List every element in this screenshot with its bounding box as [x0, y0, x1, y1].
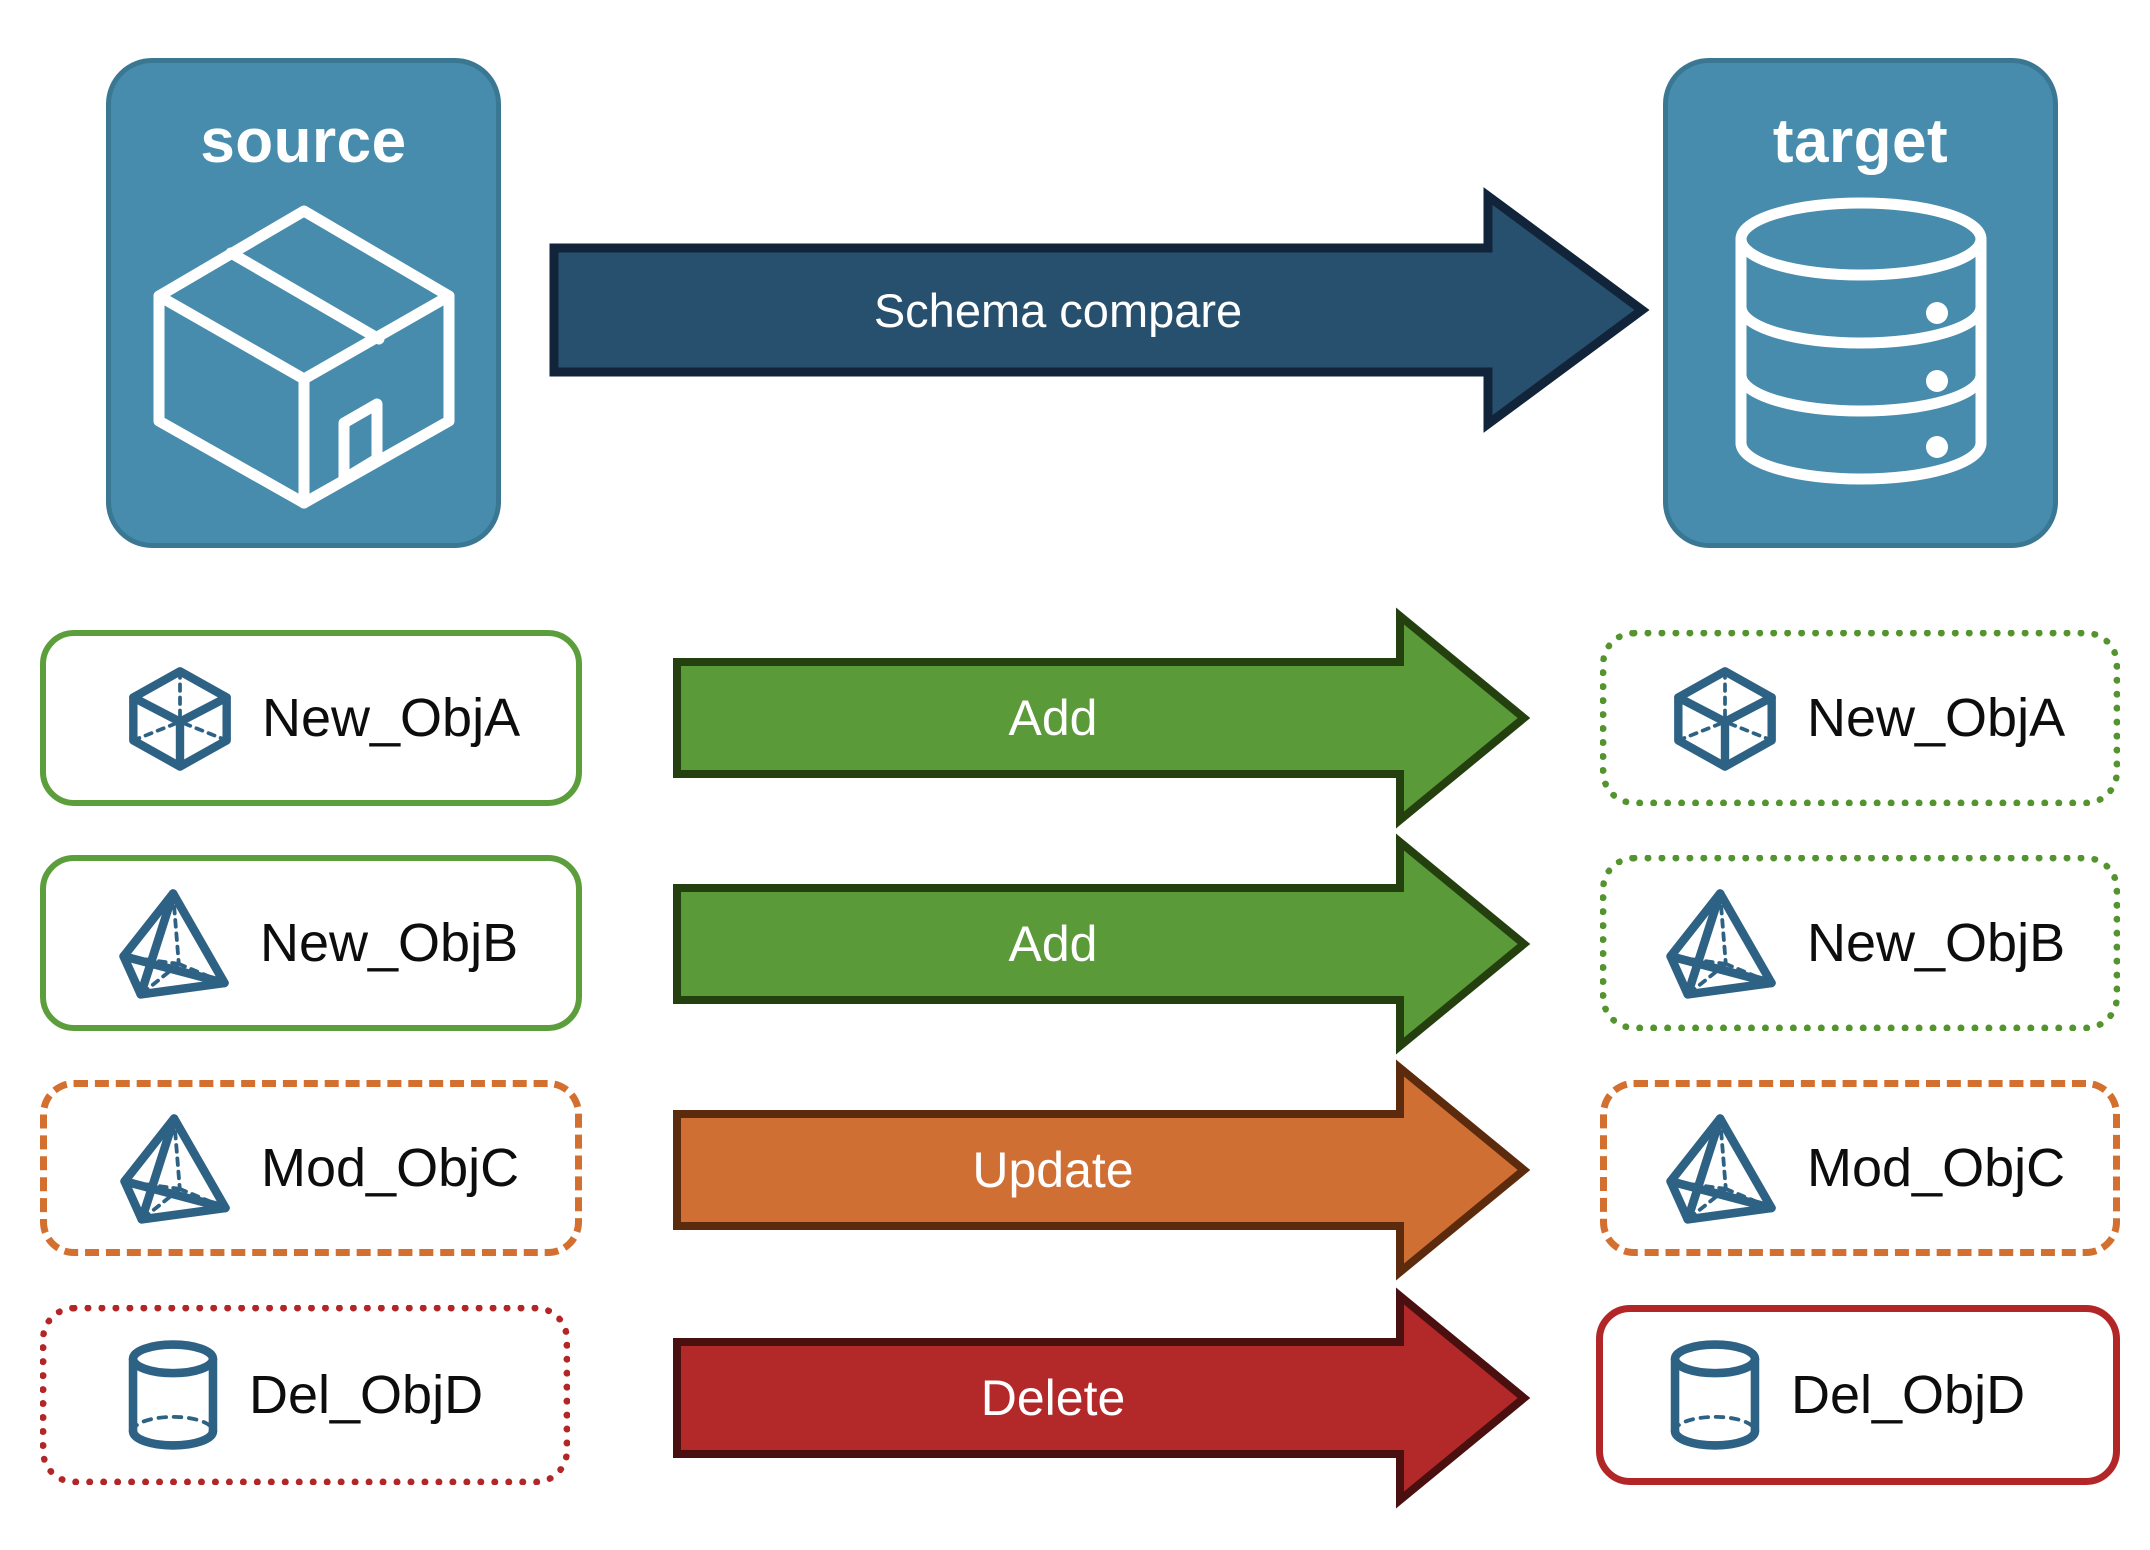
wireframe-cylinder-icon	[1665, 1336, 1765, 1454]
action-arrow-1[interactable]: Add	[672, 607, 1531, 829]
right-arrow-icon	[673, 1059, 1531, 1281]
target-object-label-3: Mod_ObjC	[1807, 1138, 2066, 1198]
source-object-label-4: Del_ObjD	[249, 1365, 484, 1425]
source-object-label-2: New_ObjB	[260, 913, 519, 973]
wireframe-pyramid-icon	[117, 1109, 235, 1227]
source-object-card-2[interactable]: New_ObjB	[40, 855, 582, 1031]
wireframe-pyramid-icon	[1663, 884, 1781, 1002]
wireframe-pyramid-icon	[1663, 1109, 1781, 1227]
right-arrow-icon	[673, 1287, 1531, 1509]
target-endpoint-card: target	[1663, 58, 2058, 548]
source-object-card-4[interactable]: Del_ObjD	[40, 1305, 570, 1485]
target-object-label-1: New_ObjA	[1807, 688, 2066, 748]
wireframe-cylinder-icon	[123, 1336, 223, 1454]
source-label: source	[200, 107, 407, 176]
target-object-label-2: New_ObjB	[1807, 913, 2066, 973]
action-arrow-4[interactable]: Delete	[672, 1287, 1531, 1509]
target-object-card-1[interactable]: New_ObjA	[1600, 630, 2120, 806]
action-arrow-3[interactable]: Update	[672, 1059, 1531, 1281]
package-box-icon	[139, 191, 469, 509]
source-object-card-3[interactable]: Mod_ObjC	[40, 1080, 582, 1256]
source-object-label-3: Mod_ObjC	[261, 1138, 520, 1198]
schema-compare-arrow: Schema compare	[548, 187, 1650, 433]
wireframe-pyramid-icon	[116, 884, 234, 1002]
target-object-card-3[interactable]: Mod_ObjC	[1600, 1080, 2120, 1256]
target-object-card-2[interactable]: New_ObjB	[1600, 855, 2120, 1031]
database-cylinder-icon	[1711, 191, 2011, 491]
source-endpoint-card: source	[106, 58, 501, 548]
wireframe-cube-icon	[1669, 662, 1781, 774]
source-object-label-1: New_ObjA	[262, 688, 521, 748]
target-object-card-4[interactable]: Del_ObjD	[1596, 1305, 2120, 1485]
wireframe-cube-icon	[124, 662, 236, 774]
target-object-label-4: Del_ObjD	[1791, 1365, 2026, 1425]
action-arrow-2[interactable]: Add	[672, 833, 1531, 1055]
source-object-card-1[interactable]: New_ObjA	[40, 630, 582, 806]
right-arrow-icon	[673, 833, 1531, 1055]
right-arrow-icon	[673, 607, 1531, 829]
right-arrow-icon	[549, 187, 1650, 433]
target-label: target	[1772, 107, 1949, 176]
